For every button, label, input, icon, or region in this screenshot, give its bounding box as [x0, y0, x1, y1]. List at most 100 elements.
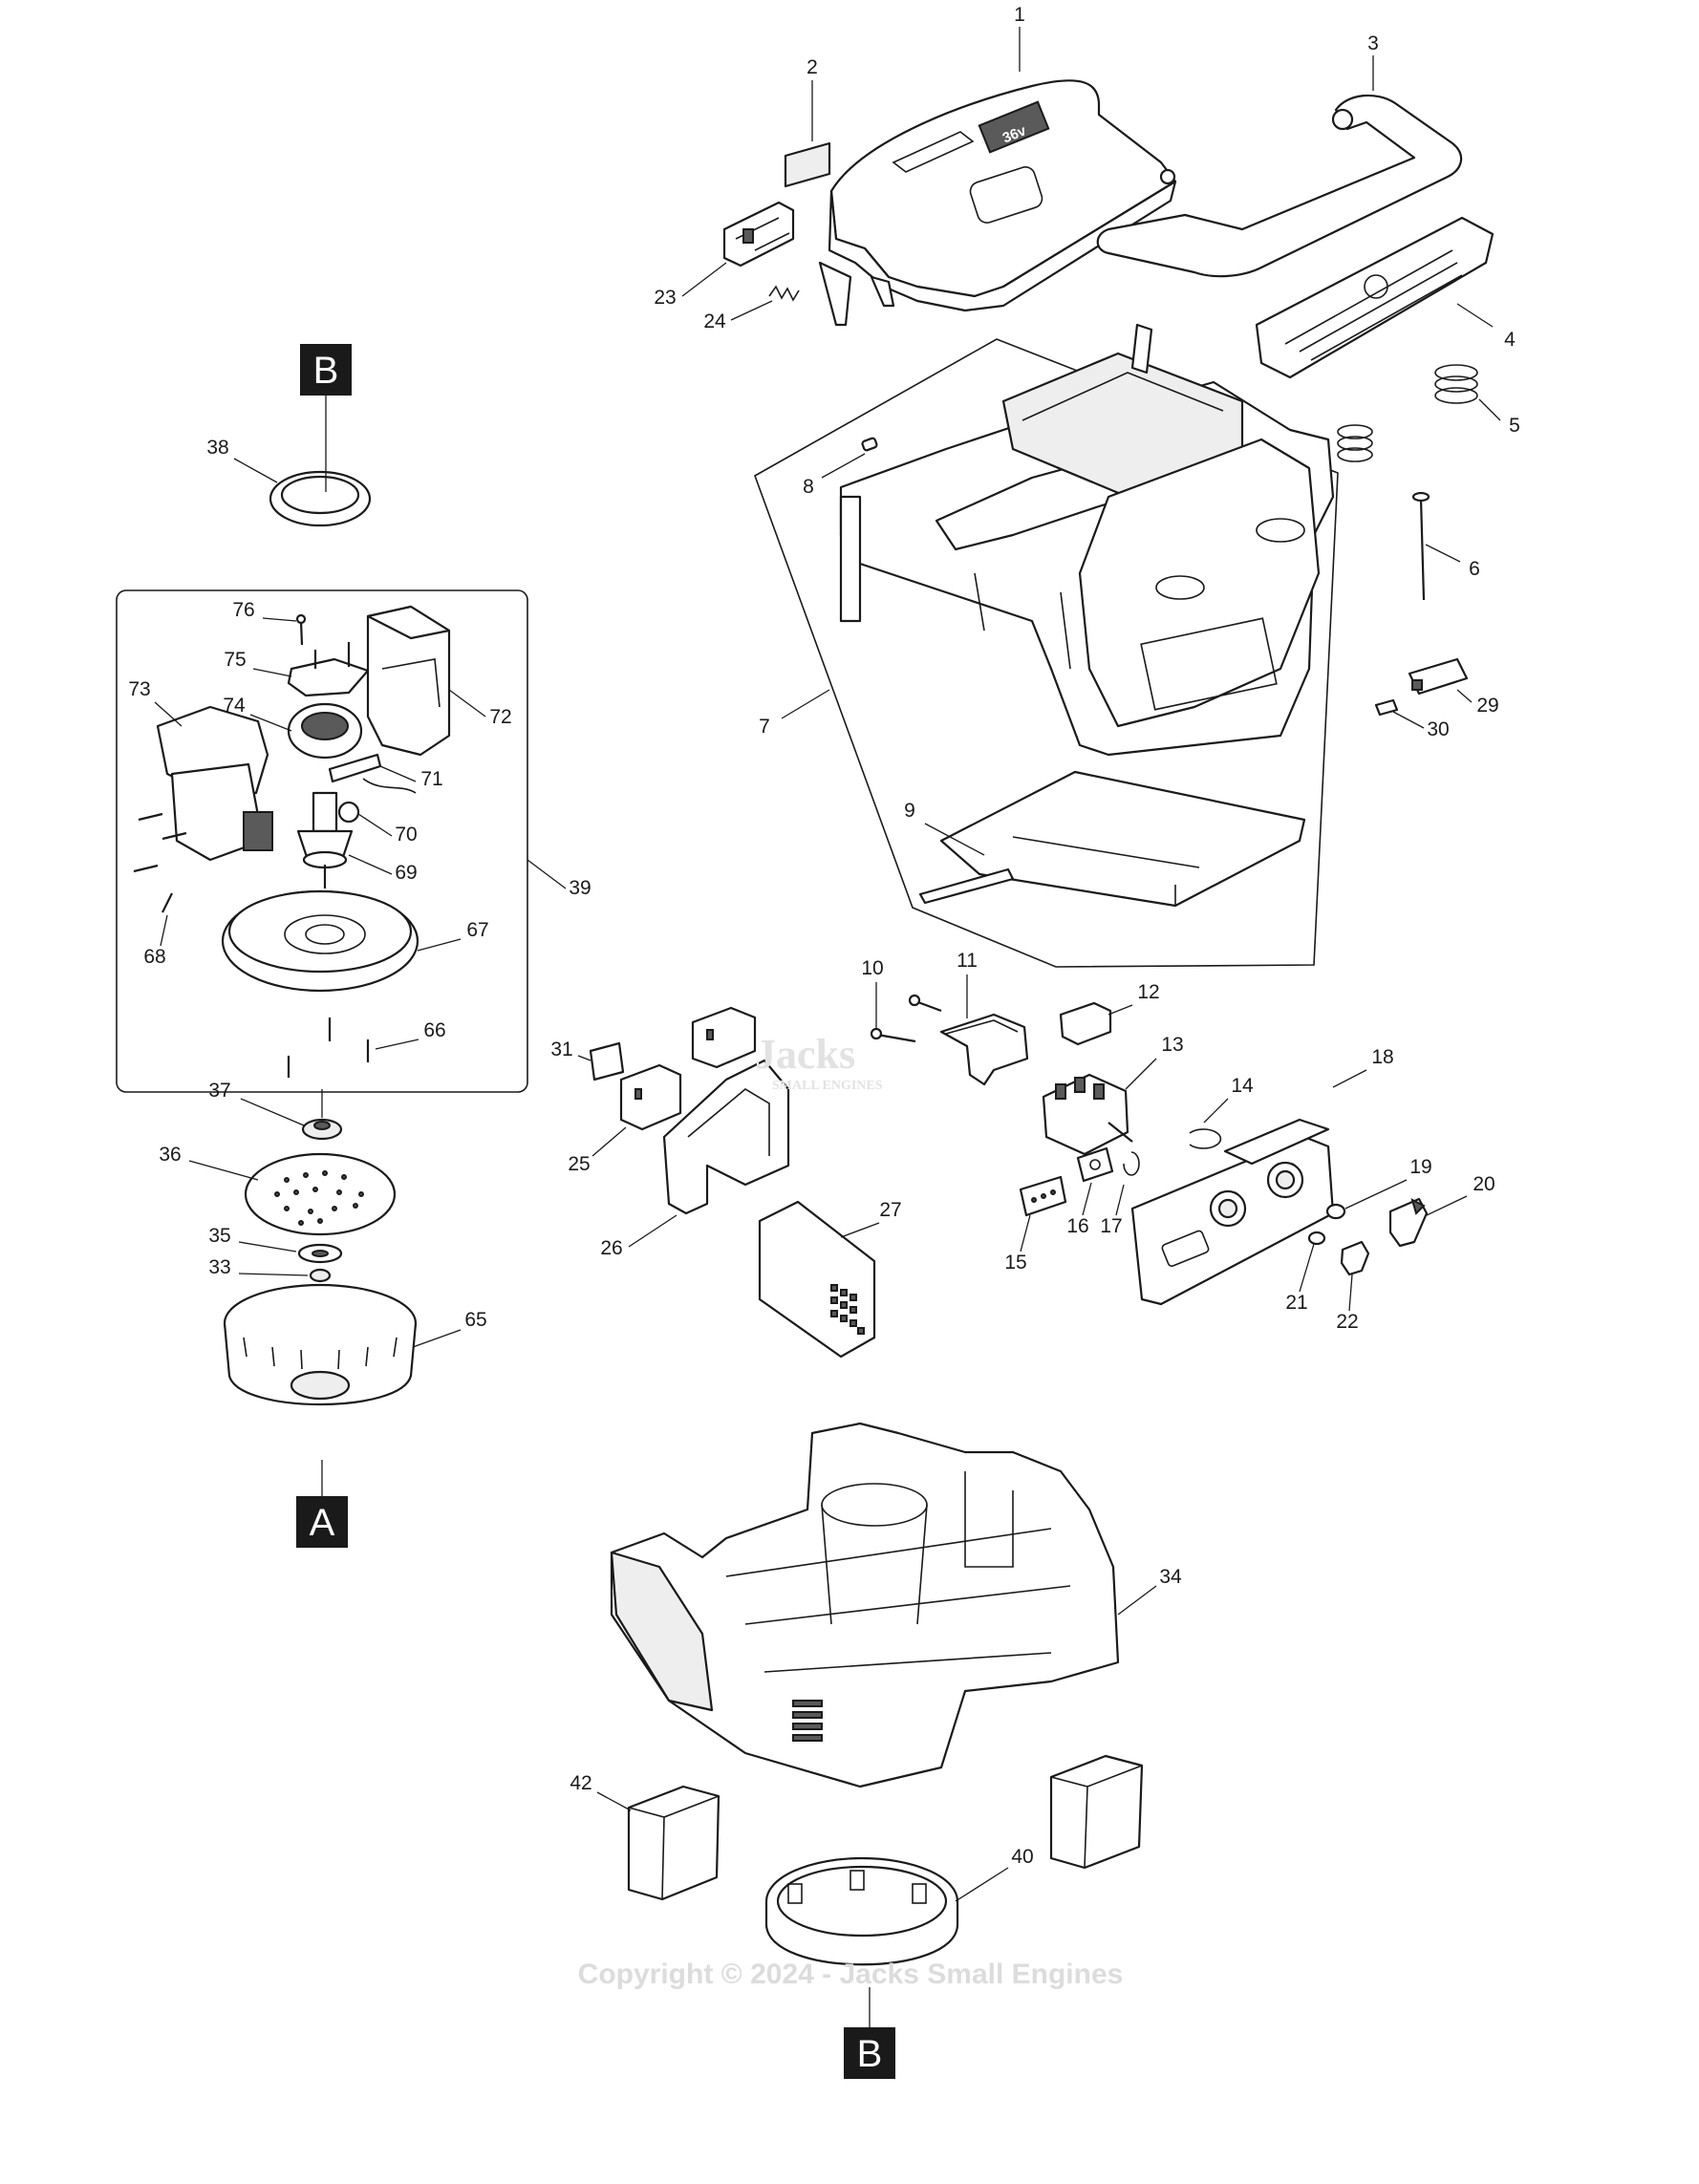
callout-number-21: 21 [1285, 1292, 1307, 1314]
part-3-handle [1096, 94, 1463, 278]
callout-leader-15 [1020, 1214, 1031, 1253]
part-74-stator [287, 702, 363, 760]
callout-leader-6 [1425, 544, 1461, 563]
callout-leader-76 [262, 617, 297, 622]
part-33-nut [309, 1268, 332, 1283]
callout-number-71: 71 [420, 768, 442, 790]
callout-leader-73 [154, 701, 183, 727]
callout-number-31: 31 [550, 1038, 572, 1060]
part-11-bracket [939, 1013, 1029, 1086]
part-76-screw [295, 613, 307, 646]
callout-leader-31 [577, 1055, 591, 1061]
part-20-knob [1388, 1197, 1429, 1248]
part-26-bracket [662, 1059, 790, 1215]
part-14-ring [1189, 1128, 1222, 1149]
callout-number-18: 18 [1371, 1046, 1393, 1068]
callout-leader-13 [1125, 1058, 1157, 1090]
svg-text:SMALL ENGINES: SMALL ENGINES [772, 1079, 883, 1093]
part-38-ring [269, 470, 372, 527]
part-7-housing [839, 323, 1335, 757]
callout-number-25: 25 [568, 1153, 590, 1175]
part-34-lower-housing [610, 1422, 1120, 1788]
callout-leader-75 [252, 668, 292, 677]
part-29-micro-switch [1408, 657, 1469, 696]
callout-leader-5 [1478, 398, 1501, 421]
part-27-pcb-cover [758, 1200, 876, 1359]
callout-leader-67 [417, 938, 462, 952]
callout-leader-27 [840, 1222, 880, 1238]
part-40-ring [764, 1856, 959, 1966]
callout-leader-69 [348, 854, 393, 875]
callout-number-15: 15 [1004, 1252, 1026, 1274]
callout-number-4: 4 [1504, 329, 1516, 351]
callout-number-76: 76 [232, 599, 254, 621]
callout-number-17: 17 [1100, 1215, 1122, 1237]
callout-leader-16 [1082, 1182, 1092, 1216]
ref-box-b-top: B [300, 344, 352, 492]
callout-number-37: 37 [208, 1080, 230, 1102]
callout-number-8: 8 [803, 476, 814, 498]
part-35-washer [297, 1243, 343, 1264]
callout-leader-22 [1348, 1274, 1353, 1312]
callout-leader-66 [375, 1038, 419, 1050]
part-42-foam-block [627, 1785, 720, 1901]
callout-number-16: 16 [1066, 1215, 1088, 1237]
callout-leader-24 [730, 300, 773, 321]
part-19-o-ring [1325, 1203, 1346, 1220]
part-22-knob [1340, 1240, 1370, 1276]
callout-leader-40 [955, 1867, 1009, 1902]
part-67-motor-base [221, 889, 419, 993]
callout-leader-74 [249, 714, 292, 732]
callout-number-38: 38 [206, 437, 228, 459]
part-68-screws [133, 812, 187, 913]
part-23-latch [722, 201, 795, 268]
callout-number-23: 23 [654, 287, 676, 309]
part-71-terminals [328, 753, 417, 794]
callout-number-65: 65 [464, 1309, 486, 1331]
callout-number-33: 33 [208, 1256, 230, 1278]
callout-leader-65 [412, 1329, 462, 1348]
part-24-spring [768, 285, 800, 302]
part-4-rear-grille [1255, 216, 1495, 379]
part-69-armature [296, 791, 354, 889]
callout-leader-9 [924, 823, 985, 856]
callout-leader-25 [591, 1126, 627, 1157]
callout-number-68: 68 [143, 946, 165, 968]
callout-number-75: 75 [224, 649, 246, 671]
part-10-screws [870, 994, 942, 1043]
callout-number-73: 73 [128, 678, 150, 700]
callout-number-30: 30 [1427, 718, 1449, 740]
callout-leader-68 [160, 914, 168, 947]
part-25-terminal-block [619, 1006, 757, 1131]
callout-number-10: 10 [861, 957, 883, 979]
callout-number-12: 12 [1137, 981, 1159, 1003]
part-1-top-cover: 36v [818, 79, 1177, 327]
callout-number-39: 39 [569, 877, 591, 899]
callout-number-5: 5 [1509, 415, 1520, 437]
callout-number-42: 42 [570, 1772, 591, 1794]
callout-leader-39 [527, 859, 567, 889]
watermark-copyright: Copyright © 2024 - Jacks Small Engines [578, 1959, 1124, 1990]
callout-number-1: 1 [1014, 4, 1025, 26]
callout-leader-38 [233, 458, 278, 483]
callout-number-11: 11 [957, 950, 978, 972]
callout-leader-35 [238, 1241, 297, 1253]
ref-box-b-bottom: B [844, 1987, 895, 2079]
callout-leader-23 [681, 262, 727, 297]
callout-number-72: 72 [489, 706, 511, 728]
svg-text:A: A [310, 1502, 335, 1544]
callout-number-24: 24 [703, 310, 726, 332]
callout-leader-42 [596, 1791, 632, 1811]
part-17-ring [1123, 1151, 1140, 1176]
part-31-pad [589, 1041, 625, 1081]
part-75-brush-plate [287, 642, 370, 697]
callout-leader-72 [448, 689, 486, 717]
callout-number-20: 20 [1473, 1173, 1495, 1195]
part-36-perforated-disc [244, 1152, 397, 1236]
callout-leader-4 [1456, 303, 1494, 328]
callout-number-2: 2 [806, 56, 818, 78]
callout-leader-71 [379, 765, 417, 782]
